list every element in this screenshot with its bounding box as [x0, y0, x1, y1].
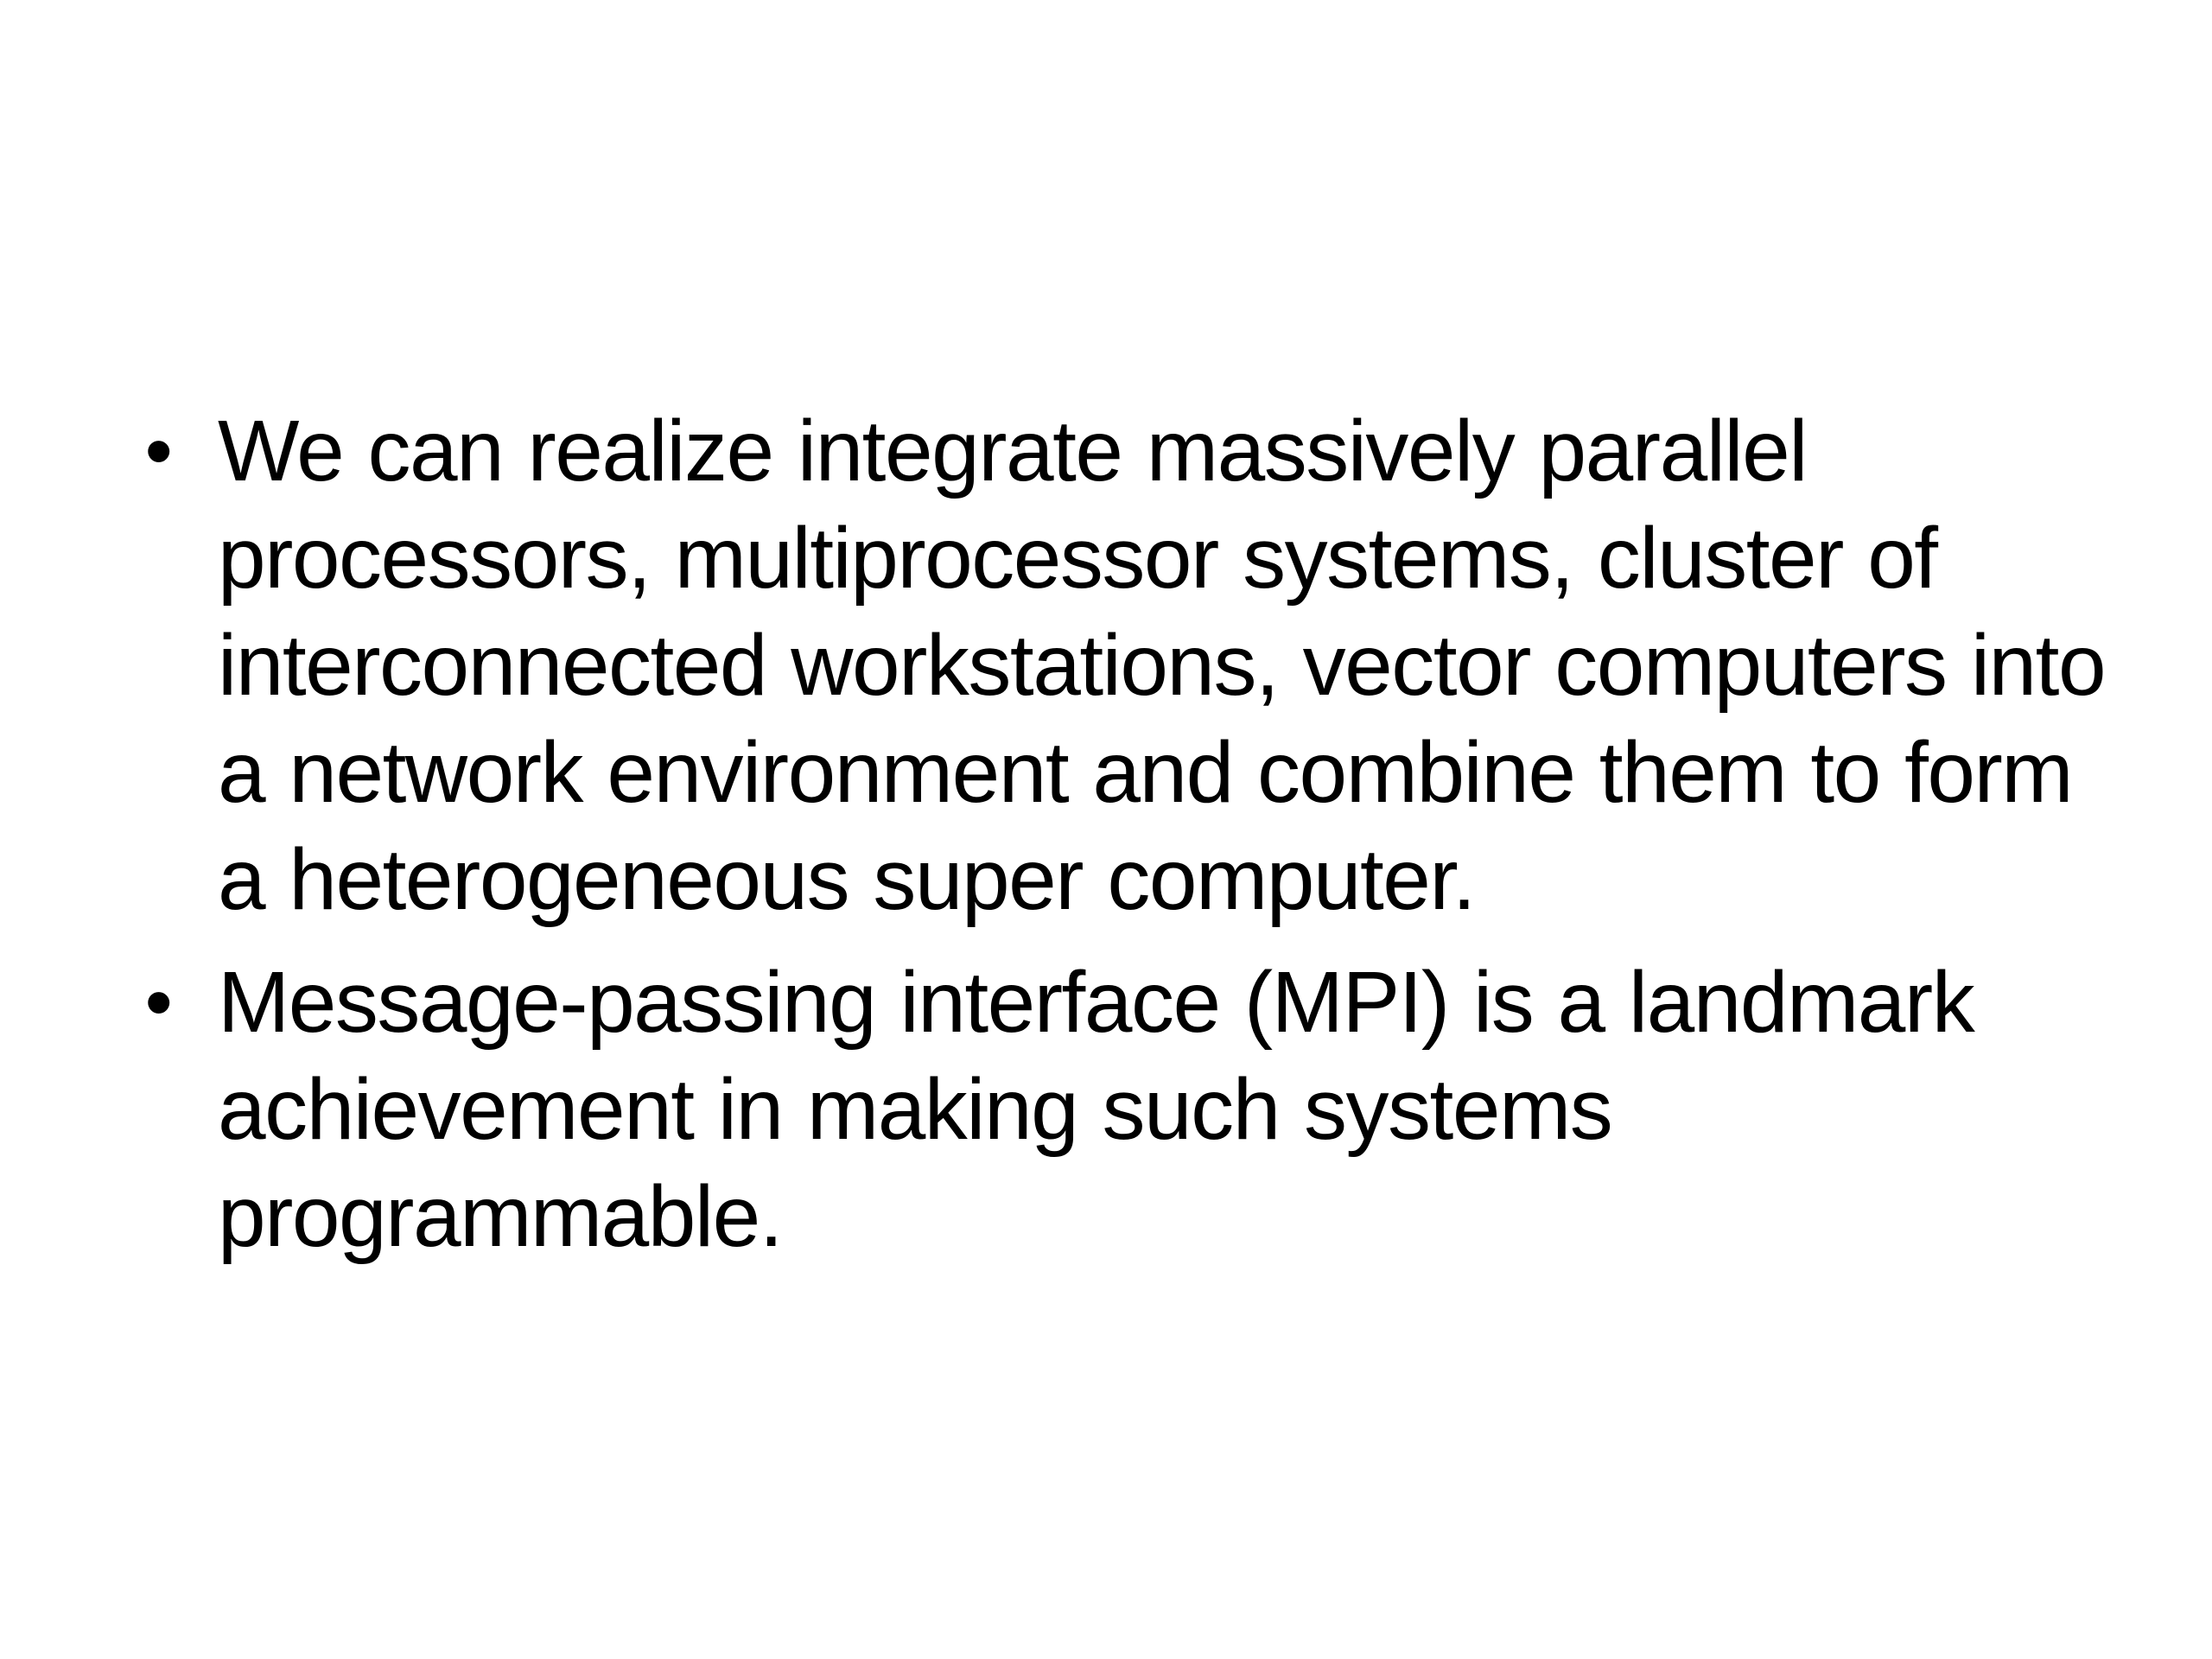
bullet-point-icon: • — [144, 958, 173, 1046]
bullet-text: Message-passing interface (MPI) is a lan… — [218, 954, 1975, 1265]
bullet-item: • We can realize integrate massively par… — [131, 397, 2110, 933]
bullet-list: • We can realize integrate massively par… — [131, 397, 2110, 1286]
bullet-text: We can realize integrate massively paral… — [218, 403, 2107, 928]
bullet-item: • Message-passing interface (MPI) is a l… — [131, 949, 2110, 1270]
bullet-point-icon: • — [144, 407, 173, 495]
